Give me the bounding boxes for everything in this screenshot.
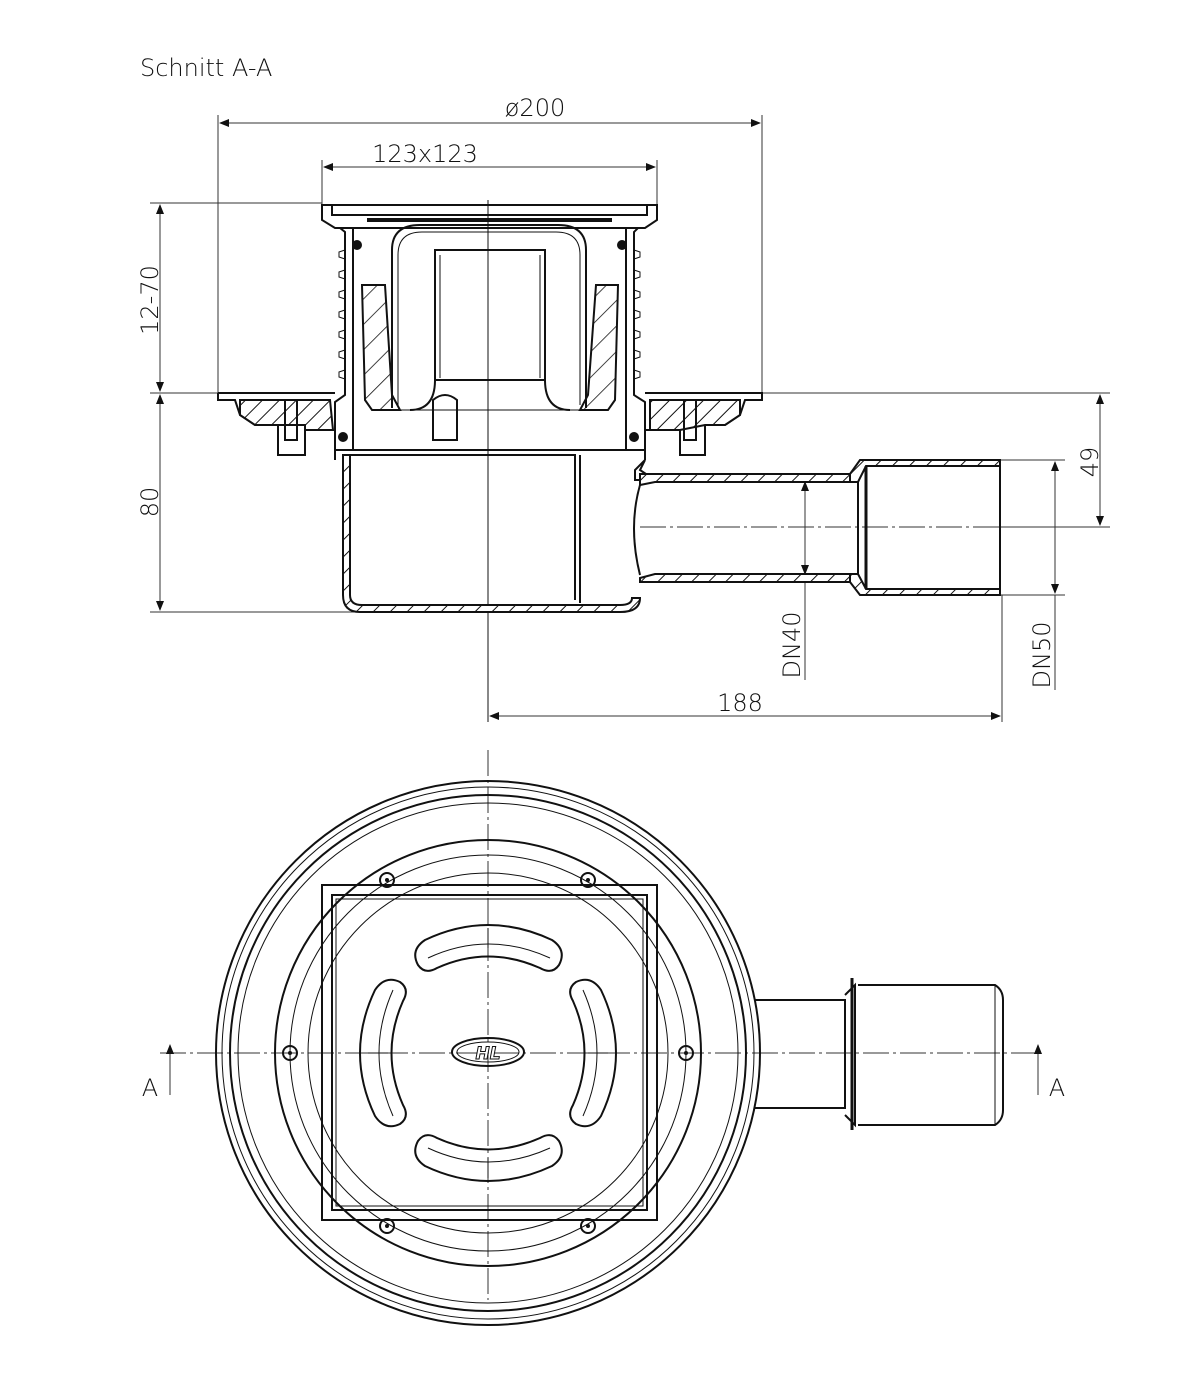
outlet-pipe-plan — [755, 978, 1004, 1130]
odour-trap — [360, 224, 620, 441]
screws — [282, 872, 694, 1234]
dim-outlet-length: 188 — [717, 689, 763, 717]
hl-logo-text: HL — [475, 1044, 500, 1064]
dim-diameter: ø200 — [505, 94, 566, 122]
sealing-rings — [338, 240, 639, 442]
grate — [321, 884, 658, 1221]
dim-body-height: 80 — [136, 487, 164, 518]
section-title: Schnitt A-A — [140, 54, 272, 82]
grate-slots — [359, 924, 617, 1182]
threads-right — [633, 249, 641, 380]
dim-grate: 123x123 — [372, 140, 478, 168]
section-view — [150, 115, 1110, 722]
dim-height-adjust: 12-70 — [136, 265, 164, 335]
section-mark-left: A — [142, 1074, 158, 1102]
flange — [217, 392, 763, 456]
plan-view: HL A A — [142, 750, 1065, 1326]
body-walls — [334, 227, 646, 460]
extension-lines — [150, 115, 1110, 722]
dim-dn50: DN50 — [1028, 622, 1056, 689]
dim-dn40: DN40 — [778, 612, 806, 679]
hl-logo: HL — [451, 1037, 525, 1067]
lower-body — [342, 454, 659, 613]
dim-outlet-height: 49 — [1076, 447, 1104, 478]
outlet-pipe-section — [639, 459, 1045, 596]
dimensions: ø200 123x123 12-70 80 49 DN50 DN40 188 — [136, 94, 1104, 720]
section-mark-right: A — [1049, 1074, 1065, 1102]
grate-section — [321, 204, 658, 229]
threads-left — [338, 249, 346, 380]
